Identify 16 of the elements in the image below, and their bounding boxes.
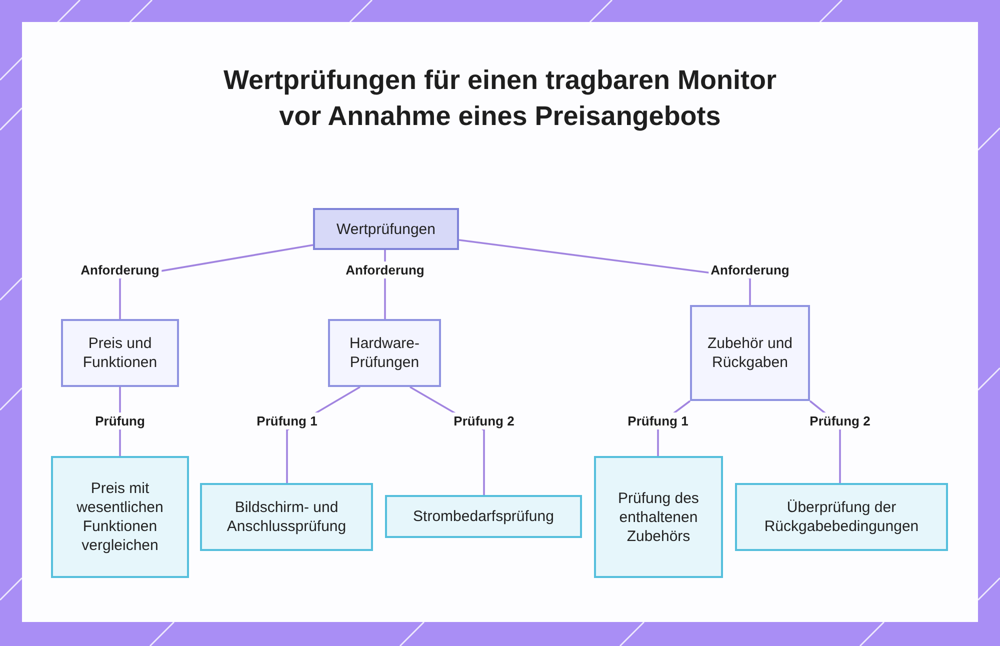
process-box: Wertprüfungen (313, 208, 459, 250)
process-box: Prüfung des enthaltenen Zubehörs (594, 456, 723, 578)
process-box: Überprüfung der Rückgabebedingungen (735, 483, 948, 551)
edge-label: Prüfung (93, 412, 147, 430)
edge-label: Prüfung 2 (808, 412, 872, 430)
process-box: Zubehör und Rückgaben (690, 305, 810, 401)
edge-label: Prüfung 2 (452, 412, 516, 430)
process-box: Bildschirm- und Anschlussprüfung (200, 483, 373, 551)
process-box: Preis und Funktionen (61, 319, 179, 387)
edge-label: Prüfung 1 (254, 412, 320, 430)
diagram-title: Wertprüfungen für einen tragbaren Monitor vor Annahme eines Preisangebots (222, 64, 778, 133)
edge-label: Anforderung (344, 262, 426, 278)
process-box: Hardware-Prüfungen (328, 319, 441, 387)
process-box: Preis mit wesentlichen Funktionen vergleichen (51, 456, 189, 578)
process-box: Strombedarfsprüfung (385, 495, 582, 538)
edge-label: Prüfung 1 (626, 412, 690, 430)
